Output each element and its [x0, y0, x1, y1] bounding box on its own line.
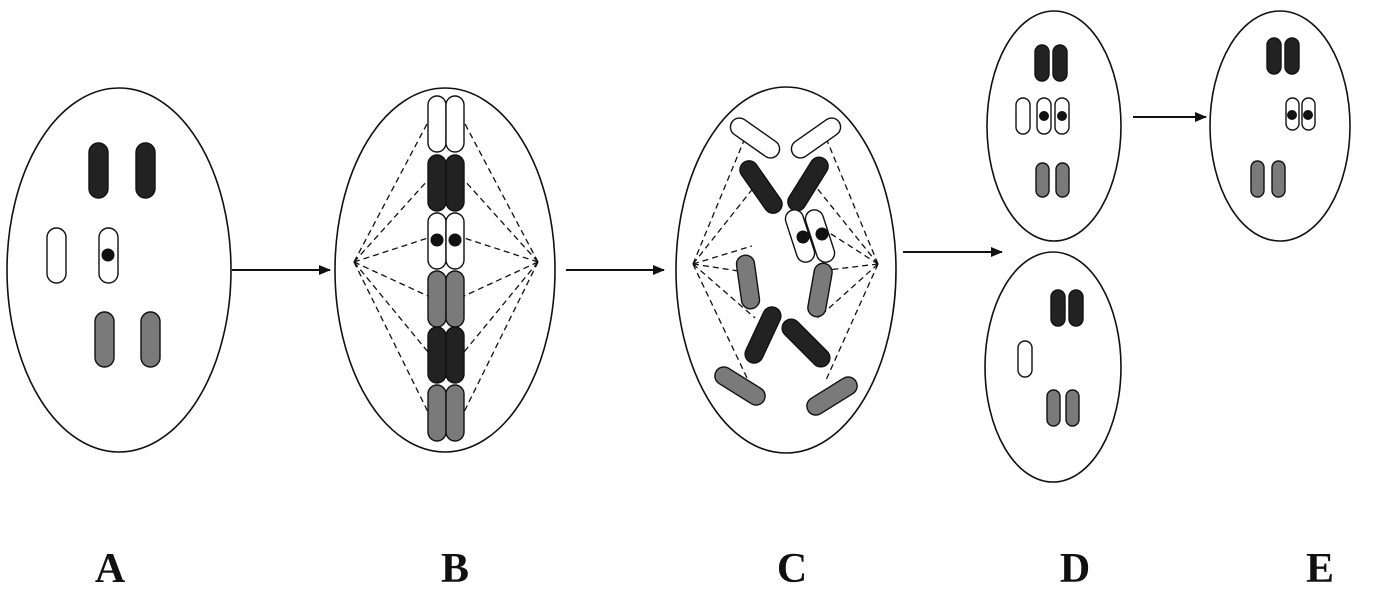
cell-c	[675, 86, 897, 454]
cell-a	[6, 87, 232, 453]
stage-label-b: B	[441, 546, 469, 592]
stage-label-c: C	[777, 546, 807, 592]
chromosome-white	[1017, 340, 1033, 378]
stage-label-d: D	[1060, 546, 1090, 592]
chromosome-gray	[1046, 389, 1061, 427]
chromosome-black	[135, 142, 156, 199]
chromosome-black	[1284, 37, 1300, 75]
chromosome-black	[744, 306, 782, 364]
chromosome-gray	[1035, 162, 1050, 198]
chromosome-gray	[1271, 160, 1286, 198]
chromosome-white	[46, 227, 67, 284]
centromere	[101, 248, 115, 262]
chromosome-black	[739, 160, 783, 214]
chromosome-gray	[94, 311, 115, 368]
chromosome-black	[445, 154, 465, 212]
centromere	[448, 233, 462, 247]
cell-d-bottom	[984, 251, 1122, 483]
chromosome-gray	[735, 254, 761, 310]
cell-d-top-membrane	[986, 10, 1122, 242]
cell-c-membrane	[675, 86, 897, 454]
cell-b	[334, 87, 556, 453]
cell-a-membrane	[6, 87, 232, 453]
centromere	[430, 233, 444, 247]
chromosome-black	[787, 156, 829, 212]
chromosome-gray	[140, 311, 161, 368]
chromosome-white	[445, 95, 465, 153]
cell-e-membrane	[1209, 10, 1351, 242]
centromere	[1303, 110, 1313, 120]
cell-d-bottom-membrane	[984, 251, 1122, 483]
cell-d-top	[986, 10, 1122, 242]
chromosome-black	[1266, 37, 1282, 75]
chromosome-gray	[1250, 160, 1265, 198]
chromosome-gray	[427, 384, 447, 442]
chromosome-black	[1050, 289, 1066, 327]
chromosome-black	[1034, 44, 1050, 82]
centromere	[1057, 111, 1067, 121]
chromosome-black	[427, 326, 447, 384]
spindle-fibers	[692, 137, 879, 381]
chromosome-gray	[445, 270, 465, 328]
chromosome-gray	[1065, 389, 1080, 427]
stage-label-a: A	[95, 546, 126, 592]
stage-label-e: E	[1306, 546, 1334, 592]
chromosome-gray	[1055, 162, 1070, 198]
chromosome-white	[729, 117, 781, 159]
spindle-fibers	[353, 121, 539, 413]
chromosome-gray	[807, 262, 833, 318]
cell-e	[1209, 10, 1351, 242]
chromosome-black	[445, 326, 465, 384]
chromosome-white	[790, 117, 842, 159]
chromosome-gray	[445, 384, 465, 442]
chromosome-black	[1052, 44, 1068, 82]
chromosome-gray	[714, 366, 766, 406]
centromere	[1039, 111, 1049, 121]
chromosome-gray	[427, 270, 447, 328]
chromosome-white	[427, 95, 447, 153]
chromosome-black	[88, 142, 109, 199]
chromosome-white	[1015, 97, 1031, 135]
centromere	[815, 227, 829, 241]
chromosome-black	[427, 154, 447, 212]
chromosome-gray	[806, 376, 858, 416]
chromosome-black	[1068, 289, 1084, 327]
centromere	[1287, 110, 1297, 120]
chromosome-black	[781, 318, 831, 368]
centromere	[796, 230, 810, 244]
cell-b-membrane	[334, 87, 556, 453]
